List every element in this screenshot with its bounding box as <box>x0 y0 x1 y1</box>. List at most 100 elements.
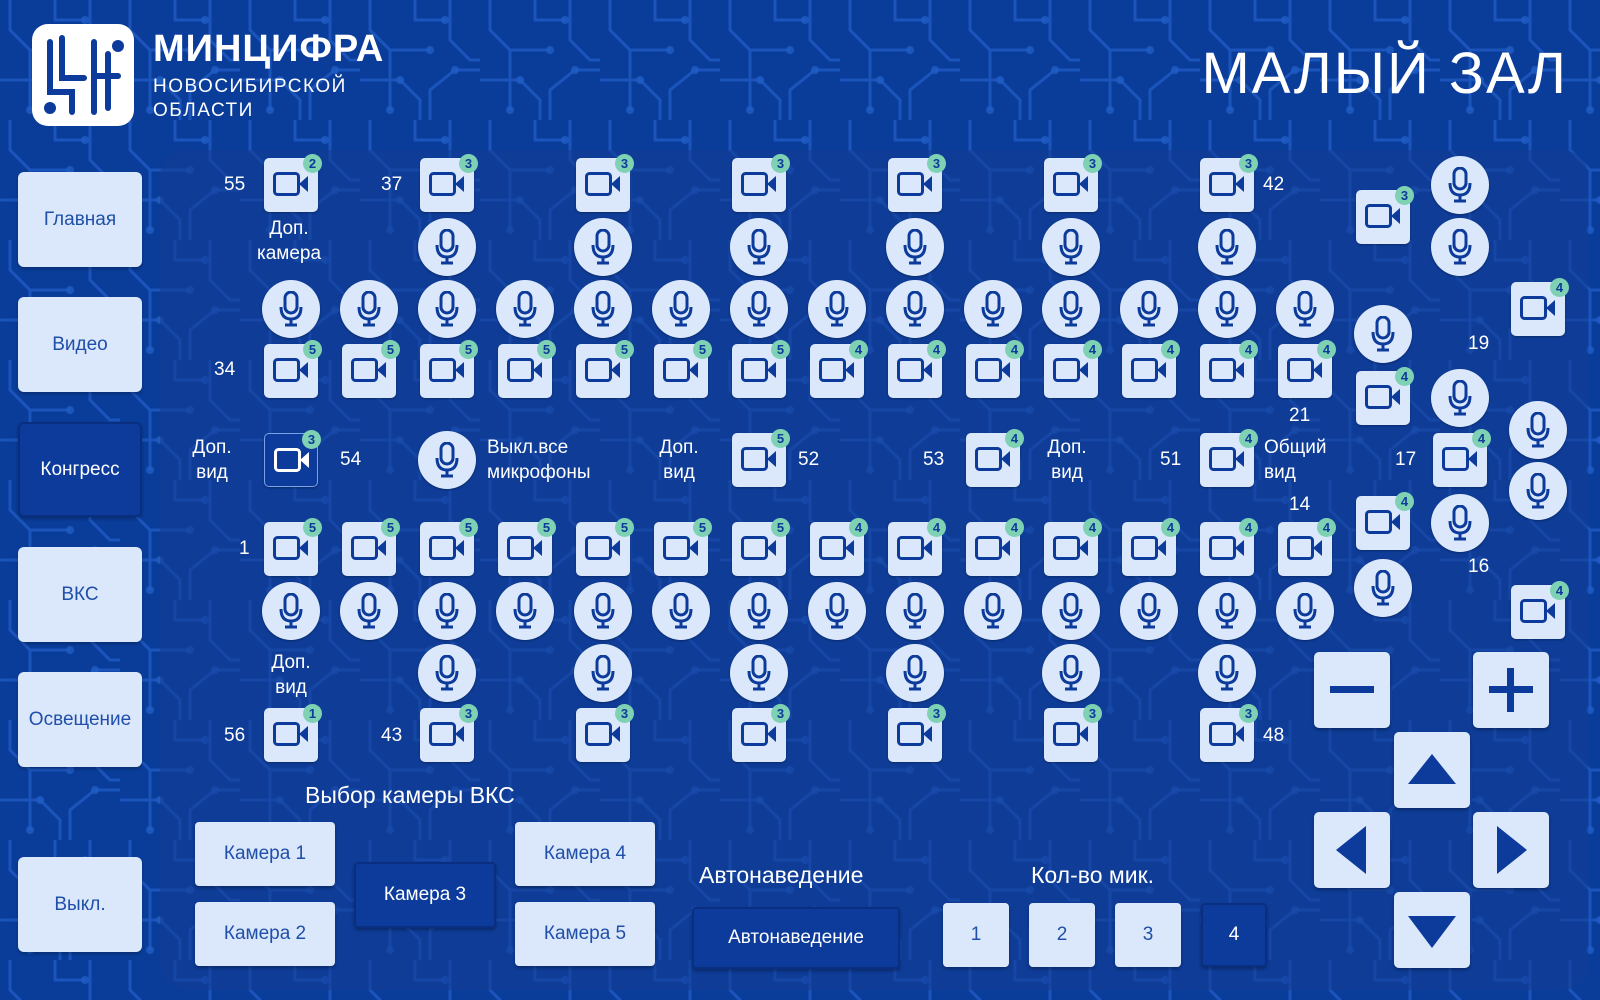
seat-mic-top-3[interactable] <box>574 218 632 276</box>
seat-camera-top-5[interactable]: 3 <box>888 154 946 212</box>
zoom-in-button[interactable] <box>1473 652 1549 728</box>
seat-mic-row1-1[interactable] <box>262 582 320 640</box>
seat-camera-row34-4[interactable]: 5 <box>498 340 556 398</box>
seat-mic-top-7[interactable] <box>1198 218 1256 276</box>
seat-mic-row1-11[interactable] <box>1042 582 1100 640</box>
seat-mic-row34-13[interactable] <box>1198 280 1256 338</box>
seat-camera-row34-10[interactable]: 4 <box>966 340 1024 398</box>
seat-mic-bottom-7[interactable] <box>1198 644 1256 702</box>
camera-4-button[interactable]: Камера 4 <box>515 822 655 886</box>
seat-mic-bottom-4[interactable] <box>730 644 788 702</box>
seat-mic-row1-13[interactable] <box>1198 582 1256 640</box>
seat-camera-row34-5[interactable]: 5 <box>576 340 634 398</box>
seat-camera-right-5[interactable]: 4 <box>1356 492 1414 550</box>
seat-camera-right-1[interactable]: 3 <box>1356 186 1414 244</box>
seat-mic-right-1[interactable] <box>1431 156 1489 214</box>
seat-camera-top-3[interactable]: 3 <box>576 154 634 212</box>
seat-camera-bottom-1[interactable]: 1 <box>264 704 322 762</box>
seat-mic-row1-2[interactable] <box>340 582 398 640</box>
camera-1-button[interactable]: Камера 1 <box>195 822 335 886</box>
seat-mic-top-4[interactable] <box>730 218 788 276</box>
seat-camera-right-6[interactable]: 4 <box>1511 581 1569 639</box>
mic-count-3-button[interactable]: 3 <box>1115 903 1181 967</box>
pan-right-button[interactable] <box>1473 812 1549 888</box>
seat-camera-row34-9[interactable]: 4 <box>888 340 946 398</box>
seat-camera-row1-12[interactable]: 4 <box>1122 518 1180 576</box>
seat-mic-top-5[interactable] <box>886 218 944 276</box>
seat-camera-row34-11[interactable]: 4 <box>1044 340 1102 398</box>
camera-3-button[interactable]: Камера 3 <box>354 862 496 928</box>
seat-mic-row1-10[interactable] <box>964 582 1022 640</box>
seat-camera-row1-8[interactable]: 4 <box>810 518 868 576</box>
seat-mic-row34-11[interactable] <box>1042 280 1100 338</box>
nav-congress-button[interactable]: Конгресс <box>18 422 142 517</box>
seat-mic-right-7[interactable] <box>1431 494 1489 552</box>
pan-left-button[interactable] <box>1314 812 1390 888</box>
seat-camera-bottom-2[interactable]: 3 <box>420 704 478 762</box>
pan-down-button[interactable] <box>1394 892 1470 968</box>
seat-camera-row1-1[interactable]: 5 <box>264 518 322 576</box>
extra-view-camera-52[interactable]: 5 <box>732 429 790 487</box>
nav-video-button[interactable]: Видео <box>18 297 142 392</box>
general-view-camera-51[interactable]: 4 <box>1200 429 1258 487</box>
seat-mic-row1-14[interactable] <box>1276 582 1334 640</box>
seat-mic-row34-10[interactable] <box>964 280 1022 338</box>
seat-mic-row1-6[interactable] <box>652 582 710 640</box>
seat-mic-right-6[interactable] <box>1509 462 1567 520</box>
seat-camera-row34-2[interactable]: 5 <box>342 340 400 398</box>
seat-camera-top-1[interactable]: 2 <box>264 154 322 212</box>
camera-2-button[interactable]: Камера 2 <box>195 902 335 966</box>
seat-camera-top-2[interactable]: 3 <box>420 154 478 212</box>
seat-mic-top-2[interactable] <box>418 218 476 276</box>
seat-camera-row1-11[interactable]: 4 <box>1044 518 1102 576</box>
seat-mic-right-4[interactable] <box>1431 369 1489 427</box>
seat-mic-row34-7[interactable] <box>730 280 788 338</box>
seat-mic-row1-8[interactable] <box>808 582 866 640</box>
seat-mic-right-5[interactable] <box>1509 401 1567 459</box>
seat-mic-row34-9[interactable] <box>886 280 944 338</box>
seat-camera-row1-6[interactable]: 5 <box>654 518 712 576</box>
seat-camera-right-4[interactable]: 4 <box>1433 429 1491 487</box>
seat-mic-bottom-5[interactable] <box>886 644 944 702</box>
seat-mic-row34-2[interactable] <box>340 280 398 338</box>
seat-mic-row34-1[interactable] <box>262 280 320 338</box>
extra-view-camera-54[interactable]: 3 <box>264 430 321 487</box>
seat-mic-row34-8[interactable] <box>808 280 866 338</box>
seat-camera-row34-14[interactable]: 4 <box>1278 340 1336 398</box>
seat-camera-bottom-6[interactable]: 3 <box>1044 704 1102 762</box>
seat-mic-row1-5[interactable] <box>574 582 632 640</box>
seat-mic-row34-3[interactable] <box>418 280 476 338</box>
seat-camera-bottom-3[interactable]: 3 <box>576 704 634 762</box>
seat-mic-right-8[interactable] <box>1354 559 1412 617</box>
seat-camera-row34-6[interactable]: 5 <box>654 340 712 398</box>
seat-camera-right-2[interactable]: 4 <box>1511 278 1569 336</box>
seat-camera-row1-10[interactable]: 4 <box>966 518 1024 576</box>
seat-mic-right-3[interactable] <box>1354 305 1412 363</box>
seat-mic-bottom-3[interactable] <box>574 644 632 702</box>
seat-camera-row34-7[interactable]: 5 <box>732 340 790 398</box>
nav-vks-button[interactable]: ВКС <box>18 547 142 642</box>
seat-camera-row1-4[interactable]: 5 <box>498 518 556 576</box>
seat-mic-row34-14[interactable] <box>1276 280 1334 338</box>
seat-camera-row1-5[interactable]: 5 <box>576 518 634 576</box>
seat-camera-row34-12[interactable]: 4 <box>1122 340 1180 398</box>
seat-mic-row1-4[interactable] <box>496 582 554 640</box>
auto-tracking-button[interactable]: Автонаведение <box>692 907 900 969</box>
seat-camera-row34-8[interactable]: 4 <box>810 340 868 398</box>
nav-lighting-button[interactable]: Освещение <box>18 672 142 767</box>
seat-mic-row1-9[interactable] <box>886 582 944 640</box>
seat-camera-row34-3[interactable]: 5 <box>420 340 478 398</box>
nav-main-button[interactable]: Главная <box>18 172 142 267</box>
seat-camera-row1-9[interactable]: 4 <box>888 518 946 576</box>
pan-up-button[interactable] <box>1394 732 1470 808</box>
mic-count-1-button[interactable]: 1 <box>943 903 1009 967</box>
seat-mic-row34-6[interactable] <box>652 280 710 338</box>
seat-mic-row34-4[interactable] <box>496 280 554 338</box>
seat-mic-top-6[interactable] <box>1042 218 1100 276</box>
seat-mic-right-2[interactable] <box>1431 218 1489 276</box>
seat-camera-row1-14[interactable]: 4 <box>1278 518 1336 576</box>
mic-count-4-button[interactable]: 4 <box>1201 903 1267 967</box>
seat-mic-bottom-2[interactable] <box>418 644 476 702</box>
seat-camera-row1-13[interactable]: 4 <box>1200 518 1258 576</box>
seat-mic-row1-3[interactable] <box>418 582 476 640</box>
